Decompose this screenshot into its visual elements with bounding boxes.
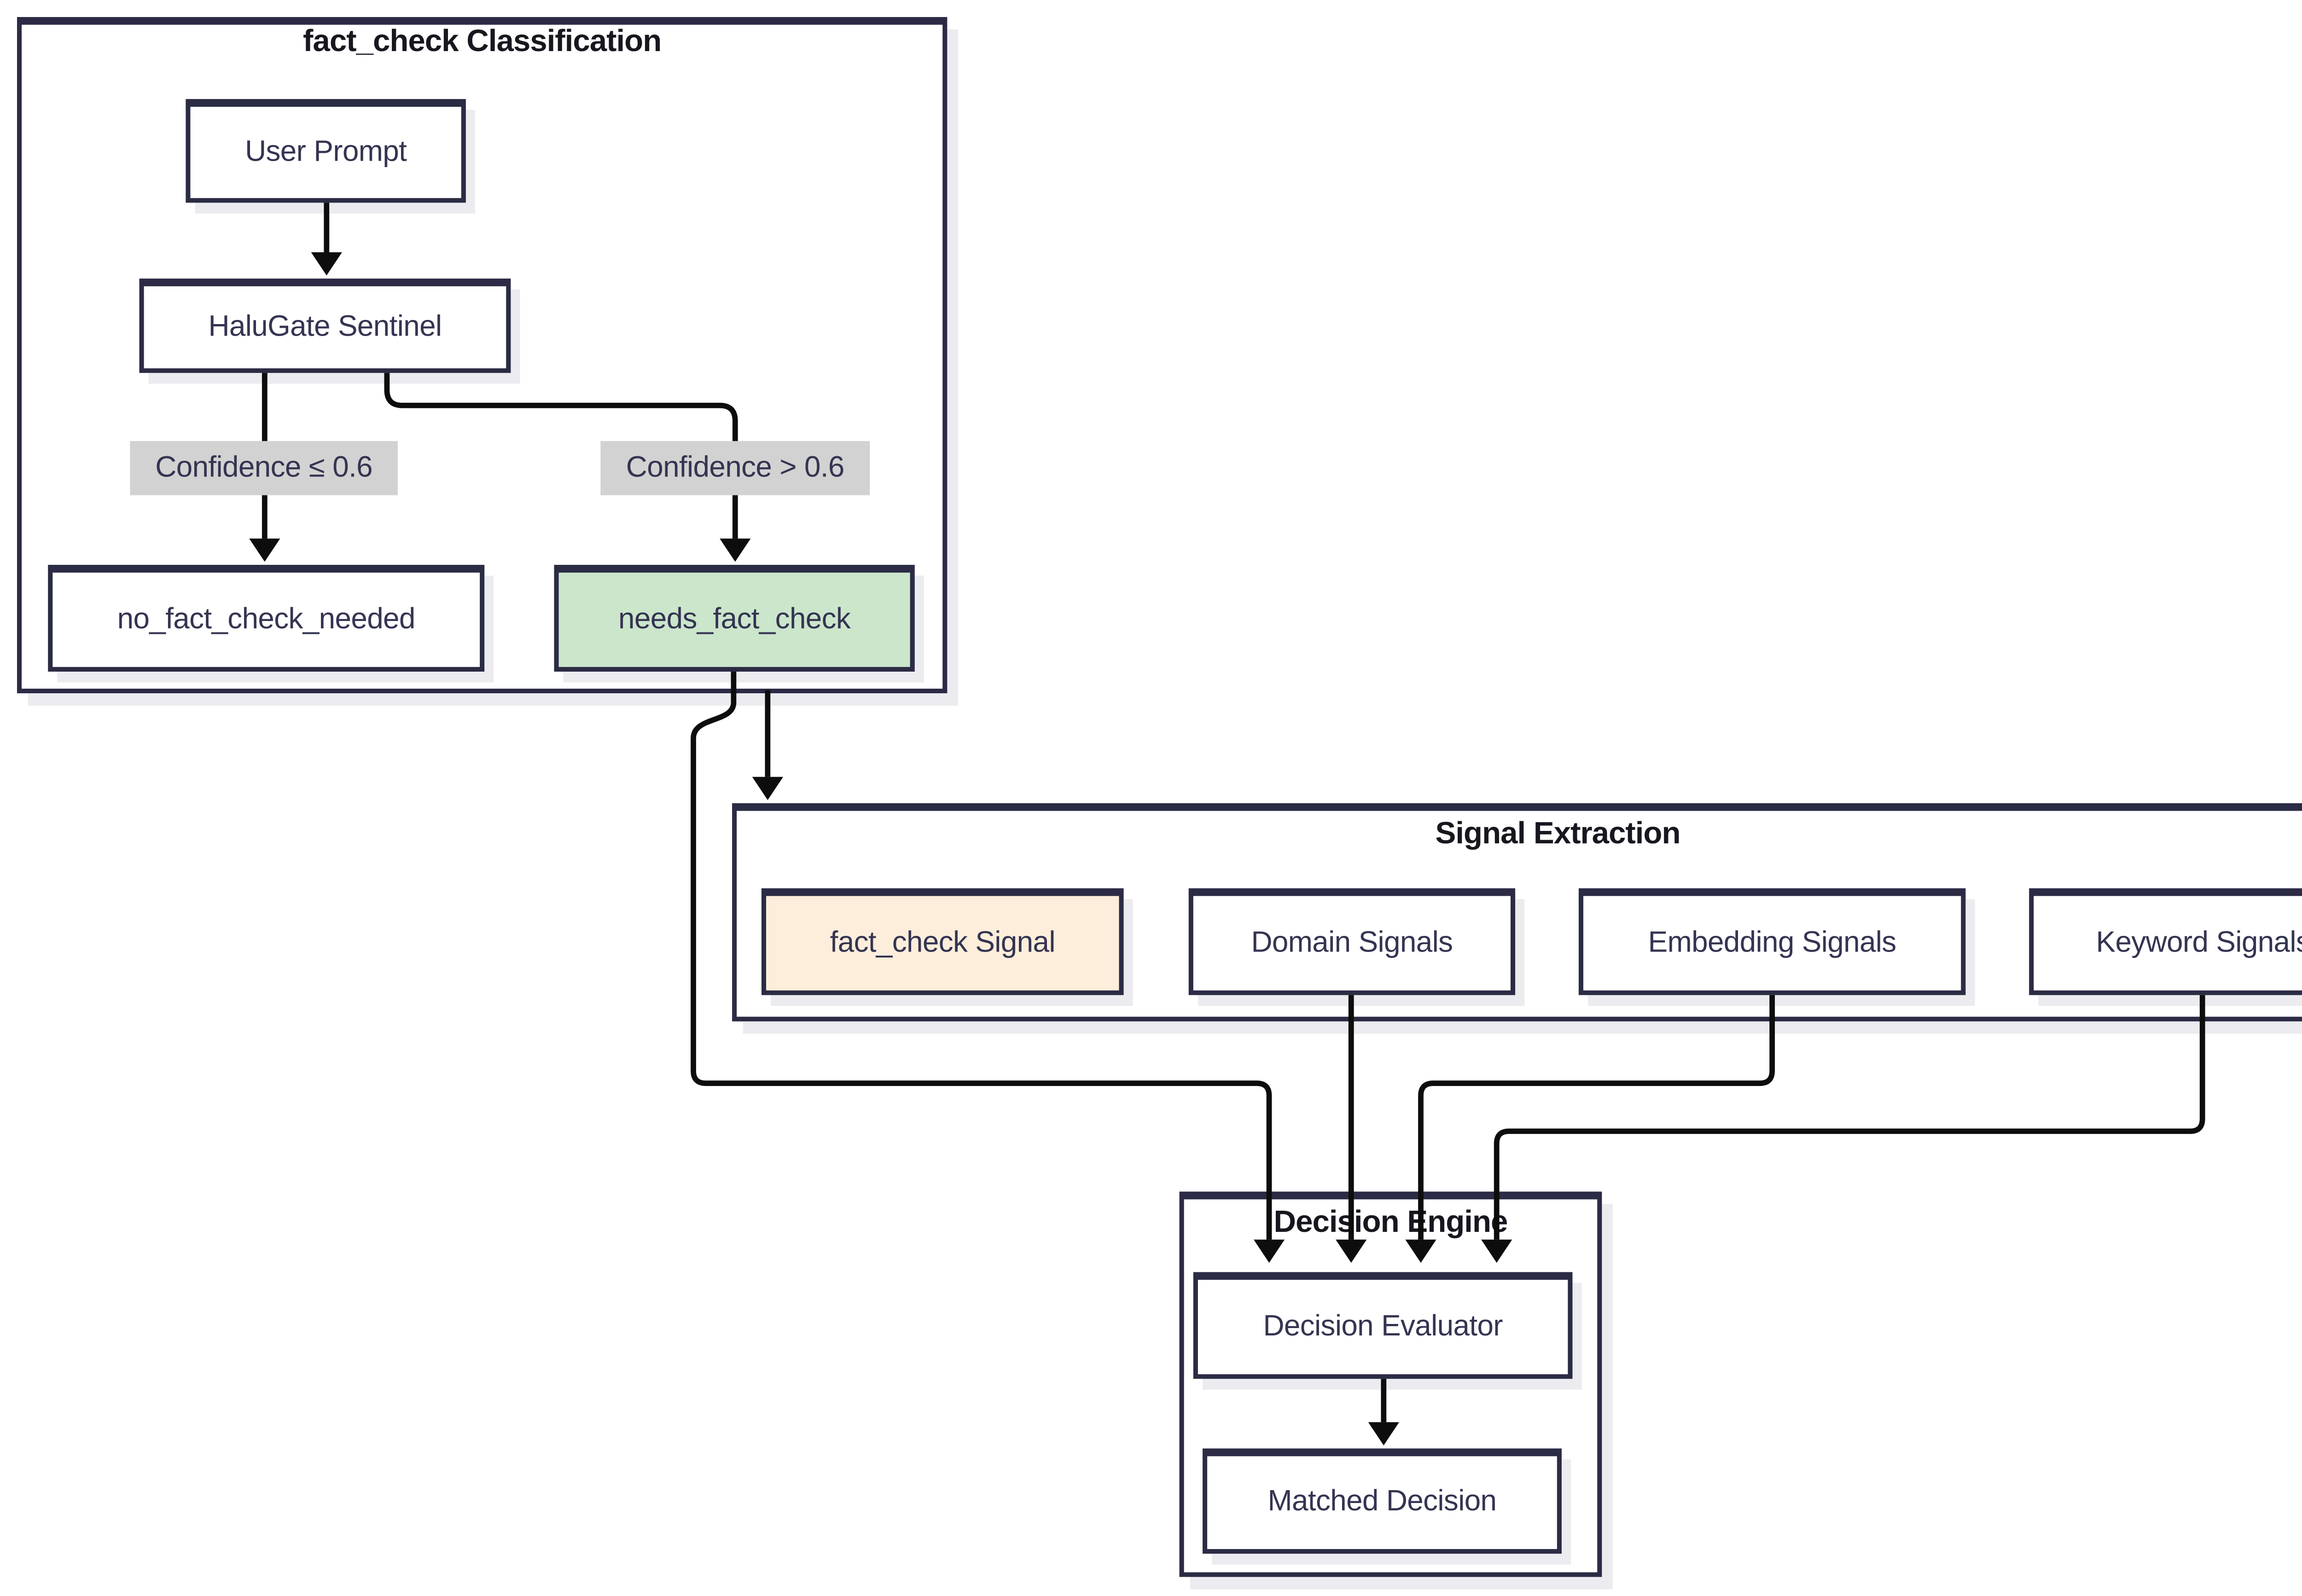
node-domain-signals: Domain Signals — [1188, 888, 1516, 995]
node-user-prompt: User Prompt — [186, 99, 466, 203]
edge-label-confidence-low: Confidence ≤ 0.6 — [130, 441, 398, 495]
node-matched-decision: Matched Decision — [1203, 1448, 1562, 1554]
node-decision-evaluator: Decision Evaluator — [1193, 1272, 1573, 1379]
cluster-title-decision-engine: Decision Engine — [1273, 1205, 1508, 1240]
node-embedding-signals: Embedding Signals — [1578, 888, 1966, 995]
node-needs-fact-check: needs_fact_check — [554, 565, 915, 672]
node-fact-check-signal: fact_check Signal — [761, 888, 1124, 995]
cluster-title-fact-check-classification: fact_check Classification — [303, 24, 662, 59]
node-no-fact-check-needed: no_fact_check_needed — [48, 565, 485, 672]
edge-label-confidence-high: Confidence > 0.6 — [600, 441, 870, 495]
edge-needs-fact-check-to-signal-extraction — [752, 690, 784, 800]
node-keyword-signals: Keyword Signals — [2029, 888, 2302, 995]
node-halugate-sentinel: HaluGate Sentinel — [139, 279, 511, 373]
cluster-title-signal-extraction: Signal Extraction — [1435, 817, 1681, 851]
